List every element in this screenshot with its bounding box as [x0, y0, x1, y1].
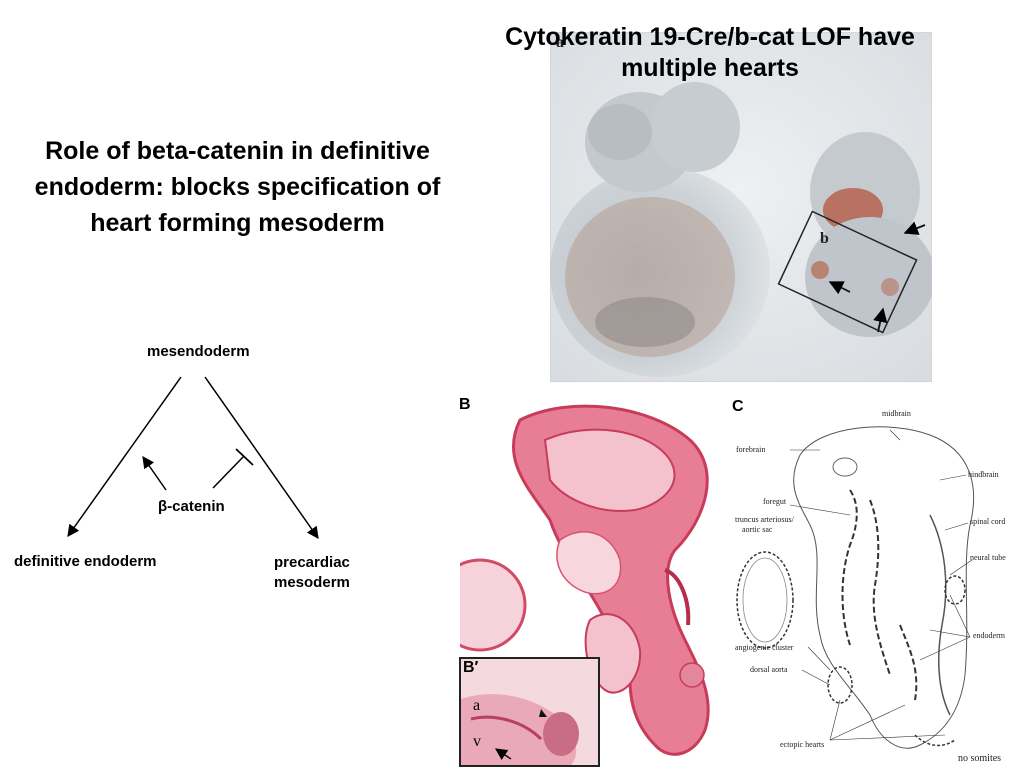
label-dorsal-aorta: dorsal aorta: [750, 665, 788, 674]
slide-title-left: Role of beta-catenin in definitive endod…: [34, 137, 441, 237]
label-midbrain: midbrain: [882, 409, 911, 418]
inset-box: [777, 210, 918, 334]
label-angiogenic-cluster: angiogenic cluster: [735, 643, 794, 652]
arrow-heart-2: [873, 307, 888, 333]
arrow-heart-3: [903, 221, 926, 235]
embryo-photo: [550, 32, 932, 382]
label-hindbrain: hindbrain: [968, 470, 999, 479]
arrow-heart-1: [828, 281, 851, 295]
panel-b-inset-label: b: [820, 230, 829, 247]
label-no-somites: no somites: [958, 753, 1002, 764]
inhibition-line: [212, 455, 245, 489]
lineage-diagram: [67, 376, 319, 539]
slide-title-right: Cytokeratin 19-Cre/b-cat LOF have multip…: [505, 23, 915, 82]
label-ectopic-hearts: ectopic hearts: [780, 740, 825, 749]
label-spinal-cord: spinal cord: [970, 517, 1006, 526]
inset-label-v: v: [473, 733, 481, 750]
panel-b-label: B: [459, 396, 471, 413]
inset-label-a: a: [473, 697, 481, 714]
panel-c-label: C: [732, 398, 744, 415]
diagram-label-beta-catenin: β-catenin: [158, 498, 225, 515]
embryo-photo-panel: a b: [550, 32, 932, 382]
label-endoderm: endoderm: [973, 631, 1005, 640]
diagram-label-precardiac-mesoderm: precardiac mesoderm: [274, 554, 350, 591]
histology-section: [460, 404, 710, 756]
arrow-to-endoderm: [67, 376, 182, 537]
diagram-label-mesendoderm: mesendoderm: [147, 343, 250, 360]
label-foregut: foregut: [763, 497, 787, 506]
panel-a-label: a: [556, 34, 564, 51]
label-aortic-sac: aortic sac: [742, 525, 773, 534]
panel-b-prime-label: B′: [463, 659, 479, 676]
embryo-schematic: [736, 426, 975, 749]
arrow-to-mesoderm: [204, 376, 319, 539]
arrow-promotes-endoderm: [142, 456, 167, 491]
histology-inset-image: [461, 694, 579, 765]
label-truncus: truncus arteriosus/: [735, 515, 794, 524]
diagram-label-definitive-endoderm: definitive endoderm: [14, 553, 157, 570]
inhibition-bar: [235, 448, 254, 466]
histology-inset: B′ a v: [459, 657, 600, 767]
label-forebrain: forebrain: [736, 445, 766, 454]
label-neural-tube: neural tube: [970, 553, 1006, 562]
schematic-panel: midbrain forebrain hindbrain foregut tru…: [730, 409, 1024, 768]
